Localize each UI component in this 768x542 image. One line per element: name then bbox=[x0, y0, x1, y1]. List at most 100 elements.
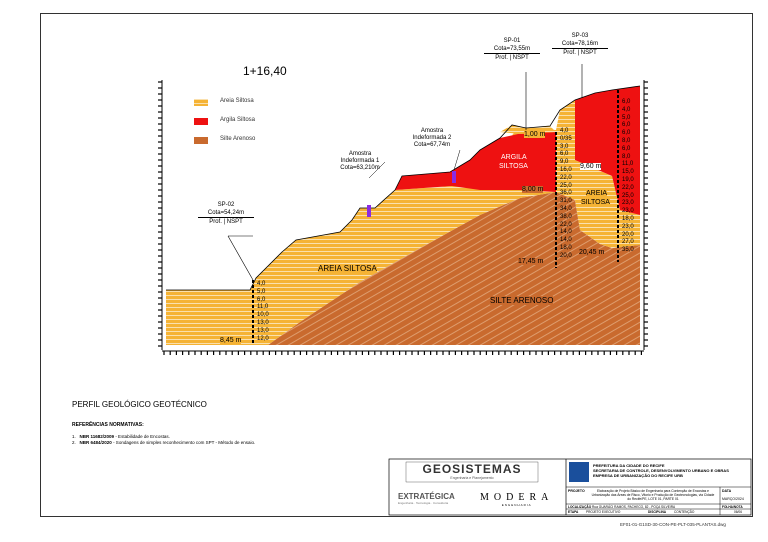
spt-value: 6,0 bbox=[560, 151, 569, 158]
label-areia-mid-bot: SILTOSA bbox=[581, 199, 610, 206]
spt-value: 18,0 bbox=[560, 244, 572, 251]
sp01-depth: 17,45 m bbox=[518, 258, 544, 265]
sample-marker-1 bbox=[367, 205, 371, 217]
spt-value: 3,0 bbox=[560, 143, 569, 150]
legend-item-areia: Areia Siltosa bbox=[220, 98, 254, 104]
distance-axis bbox=[162, 350, 644, 355]
stage-label: ETAPA bbox=[568, 510, 579, 514]
sp03-depth: 20,45 m bbox=[579, 249, 605, 256]
spt-value: 6,0 bbox=[622, 145, 631, 152]
spt-value: 25,0 bbox=[622, 192, 634, 199]
title-block-frame bbox=[388, 458, 752, 516]
project-text: Elaboração de Projeto Básico de Engenhar… bbox=[591, 489, 715, 501]
logo-extrategica: EXTRATÉGICA Engenharia · Tecnologia · Co… bbox=[398, 492, 455, 505]
spt-value: 23,0 bbox=[622, 200, 634, 207]
client-info: PREFEITURA DA CIDADE DO RECIFE SECRETARI… bbox=[593, 463, 729, 478]
legend-swatch-silte bbox=[194, 137, 208, 144]
spt-value: 20,0 bbox=[560, 252, 572, 259]
spt-value: 4,0 bbox=[622, 106, 631, 113]
spt-value: 4,0 bbox=[257, 281, 266, 287]
spt-value: 4,0 bbox=[560, 128, 569, 134]
spt-value: 11,0 bbox=[622, 161, 634, 168]
spt-value: 16,0 bbox=[560, 166, 572, 173]
legend-item-silte: Silte Arenoso bbox=[220, 136, 256, 142]
label-areia-mid-top: AREIA bbox=[586, 190, 608, 197]
legend-swatch-argila bbox=[194, 118, 208, 125]
spt-value: 35,0 bbox=[622, 247, 634, 254]
spt-value: 23,0 bbox=[622, 223, 634, 230]
layer-silte-arenoso bbox=[268, 192, 640, 345]
section-title: PERFIL GEOLÓGICO GEOTÉCNICO bbox=[72, 400, 207, 409]
layer-argila-siltosa bbox=[395, 132, 556, 192]
project-label: PROJETO bbox=[568, 489, 585, 493]
label-silte-arenoso: SILTE ARENOSO bbox=[490, 296, 554, 305]
location-text: Rua GUARÁCI RAMOS, PACHECO, 82 - POÇA SI… bbox=[592, 505, 676, 509]
spt-value: 9,0 bbox=[560, 159, 569, 166]
spt-value: 14,0 bbox=[560, 229, 572, 236]
sheet-border bbox=[40, 13, 753, 517]
reference-item: 2. NBR 6484/2020 - Sondagens de simples … bbox=[72, 440, 256, 445]
spt-value: 10,0 bbox=[257, 312, 269, 319]
date-value: MARÇO/2024 bbox=[722, 497, 744, 501]
sp01-depth-1m: 1,00 m bbox=[524, 131, 546, 138]
location-label: LOCALIZAÇÃO bbox=[568, 505, 592, 509]
legend-swatch-areia bbox=[194, 99, 208, 106]
spt-value: 0/35 bbox=[560, 135, 572, 142]
layer-areia-siltosa bbox=[166, 100, 575, 345]
legend-item-argila: Argila Siltosa bbox=[220, 117, 256, 123]
discipline-label: DISCIPLINA bbox=[648, 510, 667, 514]
spt-value: 36,0 bbox=[560, 190, 572, 197]
spt-value: 6,0 bbox=[622, 99, 631, 105]
logo-geosistemas: GEOSISTEMAS Engenharia e Planejamento bbox=[422, 462, 522, 480]
reference-item: 1. NBR 11682/2009 - Estabilidade de Enco… bbox=[72, 434, 170, 439]
spt-value: 22,0 bbox=[622, 184, 634, 191]
spt-value: 6,0 bbox=[257, 296, 266, 303]
label-argila-bot: SILTOSA bbox=[499, 163, 528, 170]
spt-value: 15,0 bbox=[622, 169, 634, 176]
spt-value: 38,0 bbox=[560, 213, 572, 220]
spt-value: 34,0 bbox=[560, 205, 572, 212]
layer-argila-siltosa-upper bbox=[575, 86, 640, 215]
sheet-value: 06/06 bbox=[734, 510, 742, 514]
spt-value: 22,0 bbox=[560, 221, 572, 228]
logo-modera: MODERA ENGENHARIA bbox=[480, 492, 554, 507]
spt-value: 5,0 bbox=[622, 114, 631, 121]
spt-value: 25,0 bbox=[560, 182, 572, 189]
elevation-axis bbox=[158, 80, 163, 350]
sample-1-label: Amostra Indeformada 1 Cota=63,210m bbox=[340, 151, 380, 171]
spt-value: 19,0 bbox=[622, 176, 634, 183]
label-areia-siltosa: AREIA SILTOSA bbox=[318, 264, 377, 273]
station-label: 1+16,40 bbox=[243, 64, 287, 78]
date-label: DATA bbox=[722, 489, 732, 493]
spt-value: 20,0 bbox=[622, 231, 634, 238]
file-name: EF01-01-G1SD-30-CON-PE-PLT-035-PLANTAS.d… bbox=[620, 522, 726, 527]
spt-value: 8,0 bbox=[622, 153, 631, 160]
borehole-sp02 bbox=[227, 235, 254, 345]
spt-value: 6,0 bbox=[622, 130, 631, 137]
spt-value: 18,0 bbox=[622, 215, 634, 222]
spt-value: 27,0 bbox=[622, 239, 634, 246]
sheet-label: FOLHA/NOTA bbox=[722, 505, 743, 509]
references-title: REFERÊNCIAS NORMATIVAS: bbox=[72, 422, 144, 428]
spt-value: 22,0 bbox=[560, 174, 572, 181]
spt-value: 13,0 bbox=[257, 319, 269, 326]
spt-value: 14,0 bbox=[560, 237, 572, 244]
stage-value: PROJETO EXECUTIVO bbox=[586, 510, 621, 514]
spt-value: 13,0 bbox=[257, 327, 269, 334]
borehole-sp03 bbox=[581, 64, 619, 262]
discipline-value: CONTENÇÃO bbox=[674, 510, 695, 514]
sample-2-label: Amostra Indeformada 2 Cota=67,74m bbox=[412, 128, 452, 148]
sample-marker-2 bbox=[452, 171, 456, 183]
spt-value: 31,0 bbox=[560, 198, 572, 205]
elevation-axis-right bbox=[643, 80, 648, 350]
ground-surface bbox=[166, 85, 641, 291]
spt-value: 23,0 bbox=[622, 208, 634, 215]
sp01-header: SP-01 Cota=73,55m Prof. | NSPT bbox=[484, 37, 540, 62]
label-argila-top: ARGILA bbox=[501, 154, 527, 161]
spt-value: 8,0 bbox=[622, 137, 631, 144]
sp03-header: SP-03 Cota=78,16m Prof. | NSPT bbox=[552, 32, 608, 57]
